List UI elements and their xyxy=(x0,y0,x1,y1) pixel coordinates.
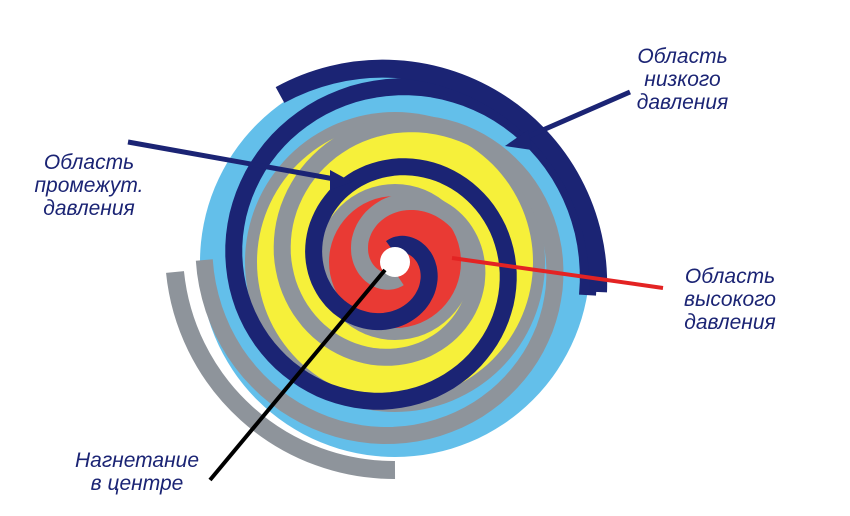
center-discharge-label-line1: Нагнетание xyxy=(74,449,200,472)
low-pressure-label-line3: давления xyxy=(636,91,729,114)
discharge-port xyxy=(380,247,410,277)
intermediate-pressure-pointer-head xyxy=(330,170,352,190)
label-pointers xyxy=(127,89,664,482)
high-pressure-label: Область высокого давления xyxy=(660,265,800,334)
center-discharge-label-line2: в центре xyxy=(90,472,184,495)
intermediate-pressure-pointer xyxy=(127,139,341,183)
high-pressure-label-line2: высокого xyxy=(684,288,776,311)
low-pressure-label-line2: низкого xyxy=(644,68,721,91)
high-pressure-label-line3: давления xyxy=(684,311,776,334)
center-discharge-pointer xyxy=(208,268,387,482)
orbiting-scroll-spiral xyxy=(225,78,597,410)
low-pressure-pointer xyxy=(519,89,631,143)
fixed-scroll-spiral xyxy=(195,115,564,445)
fixed-scroll-outer-tail xyxy=(166,271,396,480)
intermediate-pressure-label-line3: давления xyxy=(43,197,135,220)
low-pressure-label: Область низкого давления xyxy=(615,45,750,114)
scroll-spirals xyxy=(166,59,608,480)
high-pressure-pointer xyxy=(451,256,664,290)
intermediate-pressure-label-line1: Область xyxy=(43,151,135,174)
low-pressure-label-line1: Область xyxy=(637,45,728,68)
intermediate-pressure-label-line2: промежут. xyxy=(34,174,144,197)
center-discharge-label: Нагнетание в центре xyxy=(42,449,232,495)
low-pressure-pointer-head xyxy=(505,130,532,150)
high-pressure-label-line1: Область xyxy=(684,265,776,288)
orbiting-scroll-outer-tail xyxy=(275,59,608,293)
intermediate-pressure-label: Область промежут. давления xyxy=(14,151,164,220)
